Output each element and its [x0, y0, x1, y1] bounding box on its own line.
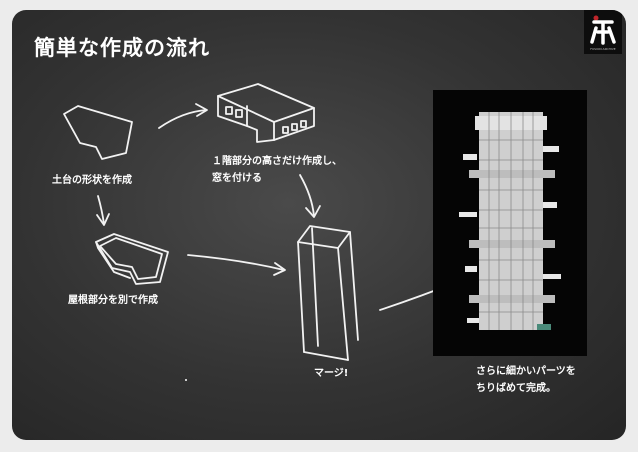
tower-render-image — [459, 112, 561, 330]
merged-sketch — [297, 225, 359, 361]
arrow-base-to-roof — [96, 195, 110, 226]
roof-sketch — [95, 233, 169, 285]
first-floor-sketch — [217, 83, 315, 143]
caption-merge: マージ! — [314, 368, 349, 379]
arrow-roof-to-merge — [187, 254, 286, 276]
logo-text: FUSION ARCHIVE — [590, 47, 616, 51]
caption-finish-2: ちりばめて完成。 — [476, 383, 556, 394]
finished-render — [433, 90, 587, 356]
arrow-base-to-floor — [158, 103, 208, 129]
caption-base: 土台の形状を作成 — [52, 175, 132, 186]
slide-title: 簡単な作成の流れ — [34, 36, 210, 60]
logo: FUSION ARCHIVE — [584, 10, 622, 54]
caption-first-floor-2: 窓を付ける — [212, 173, 262, 184]
sketch-layer — [63, 83, 464, 361]
caption-finish-1: さらに細かいパーツを — [476, 366, 576, 377]
logo-mark-icon — [590, 15, 616, 45]
caption-first-floor-1: １階部分の高さだけ作成し、 — [212, 156, 342, 167]
arrow-floor-to-merge — [299, 174, 321, 218]
stray-dot — [185, 379, 187, 381]
base-sketch — [63, 105, 133, 160]
slide: 簡単な作成の流れ FUSION ARCHIVE — [12, 10, 626, 440]
caption-roof: 屋根部分を別で作成 — [68, 295, 158, 306]
